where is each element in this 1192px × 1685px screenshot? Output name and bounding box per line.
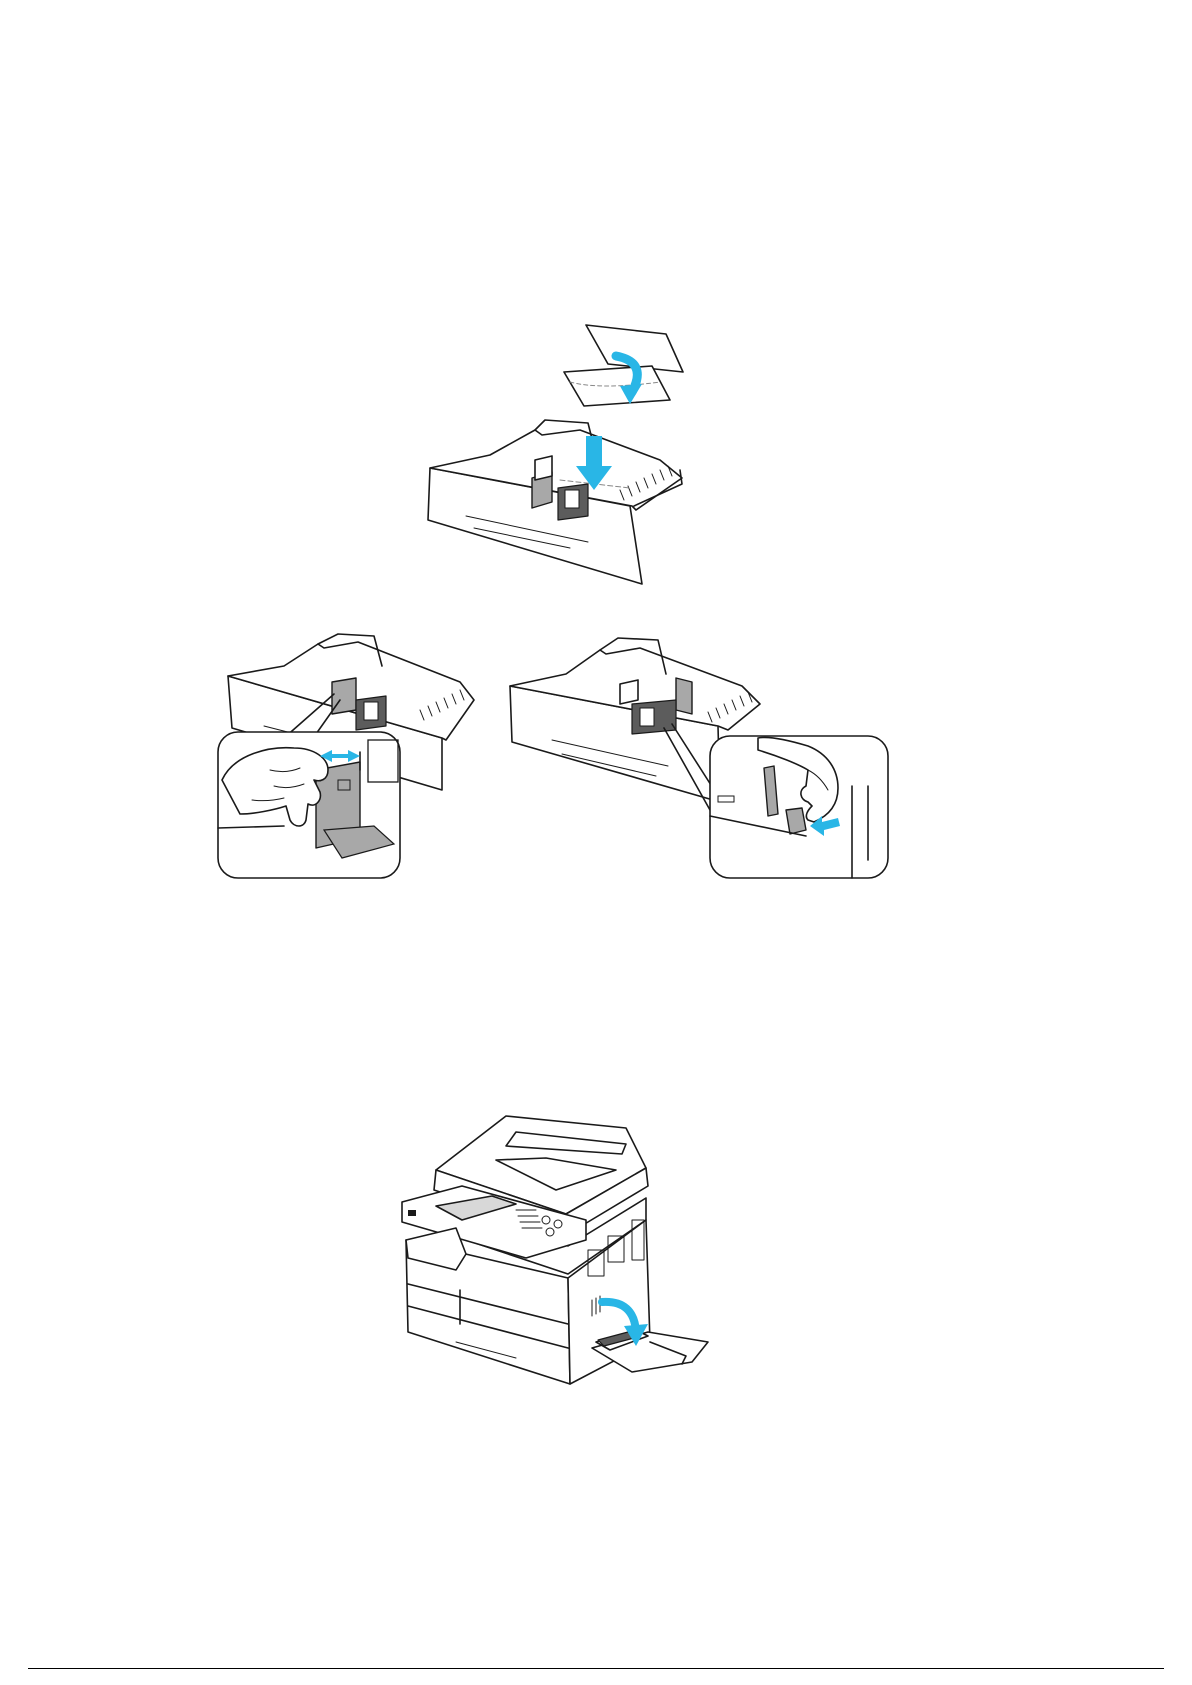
printer-bypass-illustration: [396, 1110, 716, 1400]
tray-width-guide-illustration: [224, 630, 504, 880]
width-guide-callout-icon: [218, 732, 400, 878]
length-guide-callout-icon: [710, 736, 888, 878]
envelope-tray-figure: [420, 320, 720, 600]
envelope-flap-icon: [564, 325, 683, 406]
printer-bypass-figure: [396, 1110, 716, 1400]
footer-divider: [28, 1668, 1164, 1669]
tray-guides-left-figure: [224, 630, 504, 880]
paper-tray-icon: [428, 420, 682, 584]
tray-guides-right-figure: [508, 630, 888, 880]
tray-length-guide-illustration: [508, 630, 888, 880]
envelope-tray-illustration: [420, 320, 720, 600]
